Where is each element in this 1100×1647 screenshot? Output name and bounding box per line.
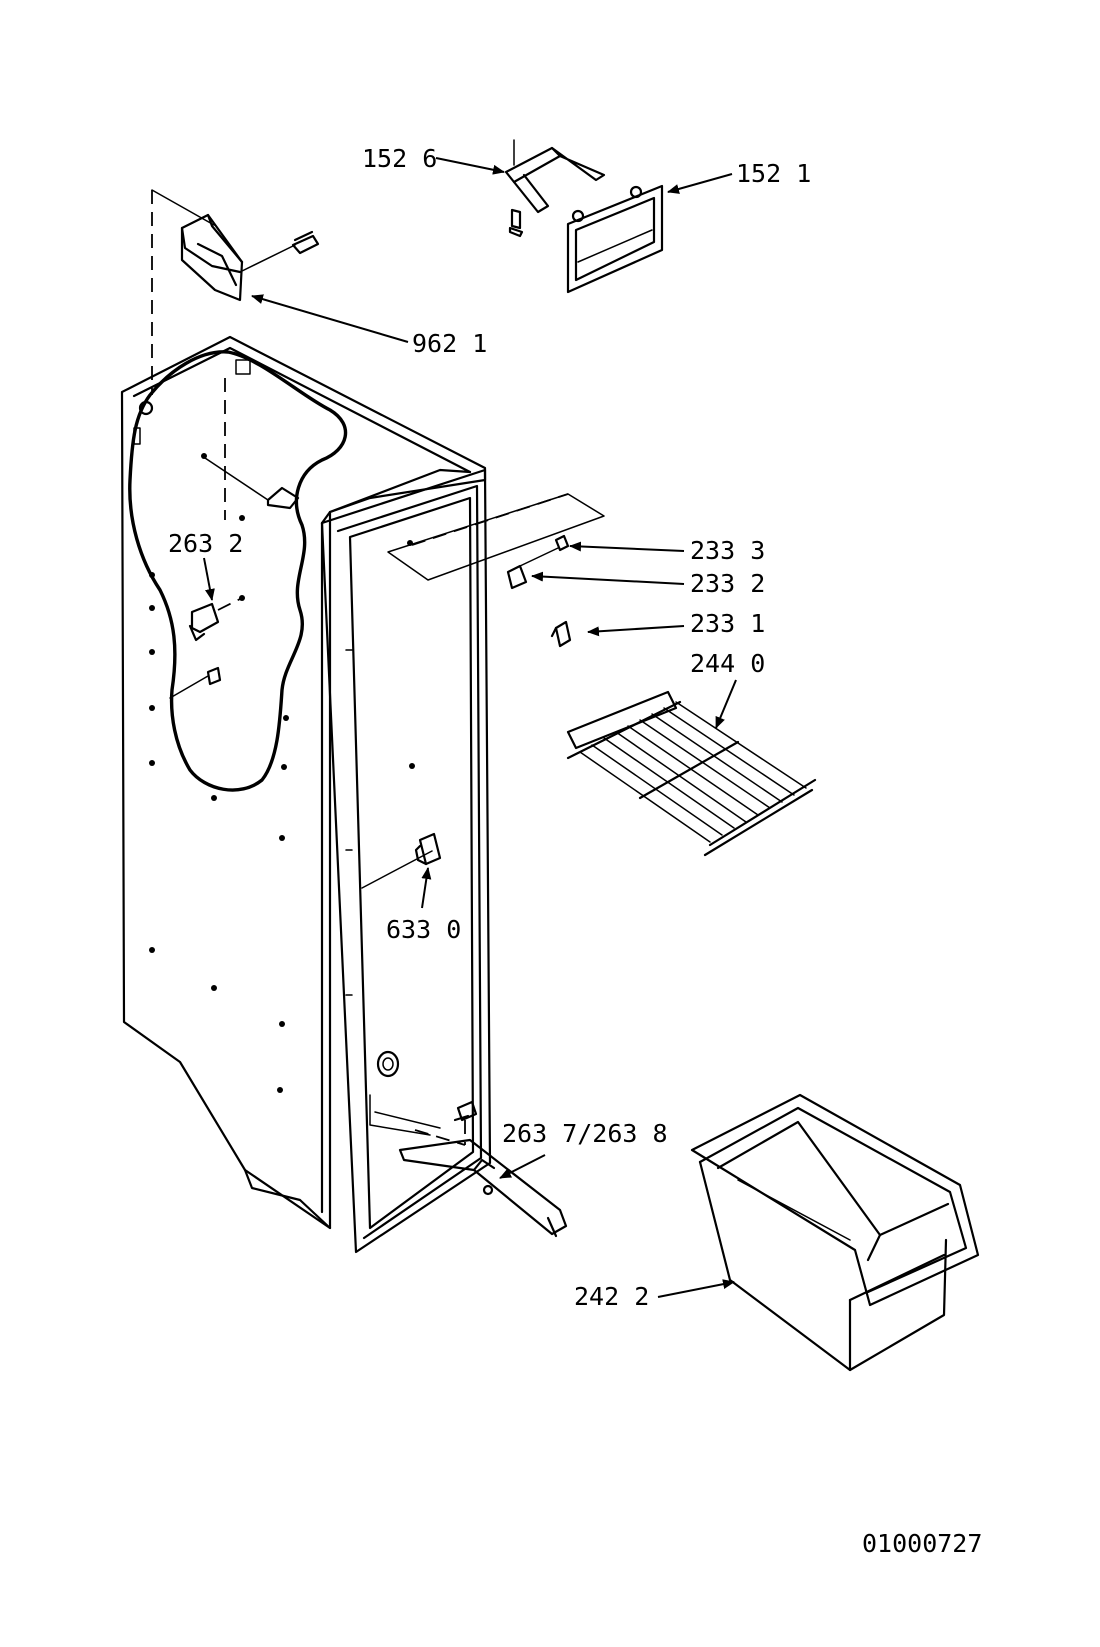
callout-label-152-6: 152 6 — [362, 144, 437, 173]
callout-233-2: 233 2 — [531, 569, 765, 598]
left-parts — [169, 378, 300, 699]
callout-label-244-0: 244 0 — [690, 649, 765, 678]
hinge-cover-part — [566, 184, 664, 294]
callout-label-633-0: 633 0 — [386, 915, 461, 944]
ice-bin — [690, 1093, 980, 1372]
callout-label-152-1: 152 1 — [736, 159, 811, 188]
hinge-bracket-part — [151, 189, 320, 395]
door-switch — [414, 832, 442, 866]
callout-242-2: 242 2 — [574, 1279, 735, 1311]
shelf-support-parts — [387, 493, 605, 648]
hinge-pin-part — [504, 139, 606, 238]
callout-label-233-2: 233 2 — [690, 569, 765, 598]
callout-label-263-2: 263 2 — [168, 529, 243, 558]
callout-233-3: 233 3 — [569, 536, 765, 565]
mounting-holes — [149, 453, 415, 1093]
callout-label-233-1: 233 1 — [690, 609, 765, 638]
callout-152-1: 152 1 — [667, 159, 811, 194]
callout-633-0: 633 0 — [386, 867, 461, 944]
wire-shelf — [566, 690, 817, 857]
callout-244-0: 244 0 — [690, 649, 765, 729]
callout-label-962-1: 962 1 — [412, 329, 487, 358]
callout-label-242-2: 242 2 — [574, 1282, 649, 1311]
callout-263-2: 263 2 — [168, 529, 243, 601]
callout-233-1: 233 1 — [587, 609, 765, 638]
callout-label-263-7-263-8: 263 7/263 8 — [502, 1119, 668, 1148]
callout-962-1: 962 1 — [251, 294, 487, 358]
bottom-hinge — [398, 1100, 568, 1238]
callout-152-6: 152 6 — [362, 144, 505, 175]
callout-label-233-3: 233 3 — [690, 536, 765, 565]
callout-263-7-263-8: 263 7/263 8 — [499, 1119, 668, 1179]
cutaway-outline — [128, 350, 348, 792]
freezer-liner — [120, 335, 492, 1254]
drawing-number: 01000727 — [862, 1529, 982, 1558]
